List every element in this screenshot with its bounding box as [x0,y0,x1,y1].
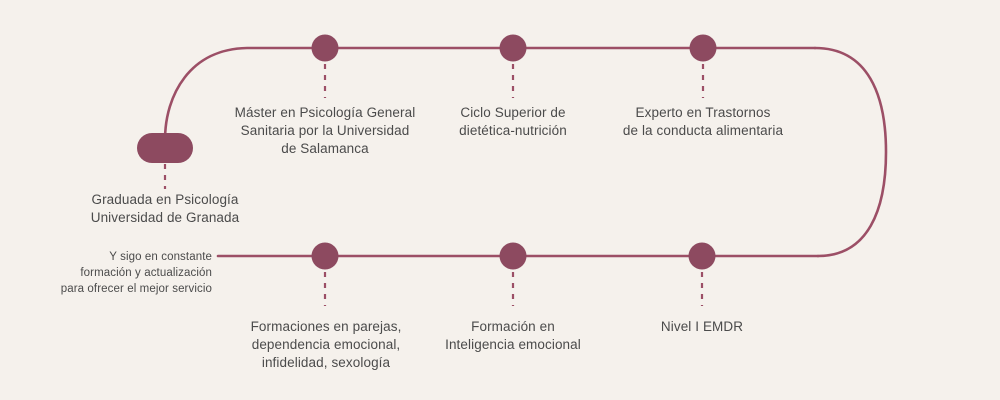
bottom-node-2-label: Formación en Inteligencia emocional [445,319,581,353]
top-node-3[interactable] [689,34,717,99]
bottom-node-1[interactable] [311,242,339,307]
node-dot[interactable] [311,34,339,62]
bottom-node-2[interactable] [499,242,527,307]
top-node-1[interactable] [311,34,339,99]
node-dot[interactable] [689,34,717,62]
node-dot[interactable] [311,242,339,270]
bottom-node-3-label: Nivel I EMDR [660,319,744,334]
bottom-node-3[interactable] [688,242,716,307]
track-left-curve [163,46,817,142]
top-node-3-label: Experto en Trastornos de la conducta ali… [622,105,784,139]
node-dot[interactable] [499,242,527,270]
start-pill-marker[interactable] [137,133,193,163]
top-node-2-label: Ciclo Superior de dietética-nutrición [459,105,567,139]
start-marker-label: Graduada en Psicología Universidad de Gr… [90,192,240,226]
top-node-2[interactable] [499,34,527,99]
track-right-uturn [813,46,888,258]
bottom-node-1-label: Formaciones en parejas, dependencia emoc… [250,319,402,371]
node-dot[interactable] [499,34,527,62]
top-node-1-label: Máster en Psicología General Sanitaria p… [234,105,416,157]
node-dot[interactable] [688,242,716,270]
closing-note-label: Y sigo en constante formación y actualiz… [60,251,212,295]
